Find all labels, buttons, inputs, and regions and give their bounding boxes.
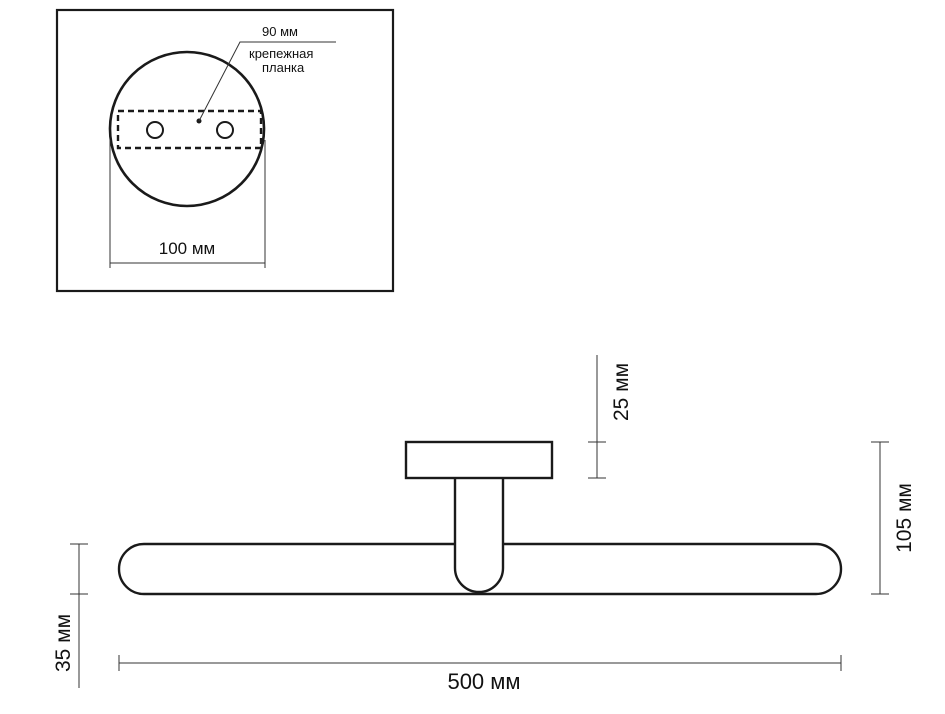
plate-leader-line	[198, 41, 336, 122]
base-thickness-label: 25 мм	[610, 363, 633, 421]
mount-post	[453, 478, 505, 594]
plate-width-label: 90 мм	[262, 24, 298, 39]
detail-view: 90 мм крепежная планка 100 мм	[55, 8, 395, 293]
plate-name-line1: крепежная	[249, 46, 313, 61]
screw-hole-left	[146, 121, 164, 139]
wall-base	[404, 440, 554, 480]
plate-name-line2: планка	[262, 60, 305, 75]
mounting-plate	[116, 109, 263, 150]
screw-hole-right	[216, 121, 234, 139]
base-disc	[108, 50, 266, 208]
bar-diameter-label: 35 мм	[52, 614, 75, 672]
bar-length-label: 500 мм	[447, 669, 520, 694]
base-diameter-label: 100 мм	[159, 239, 215, 258]
front-view: 25 мм 105 мм 35 мм 500 мм	[52, 355, 916, 694]
total-depth-label: 105 мм	[893, 483, 916, 553]
